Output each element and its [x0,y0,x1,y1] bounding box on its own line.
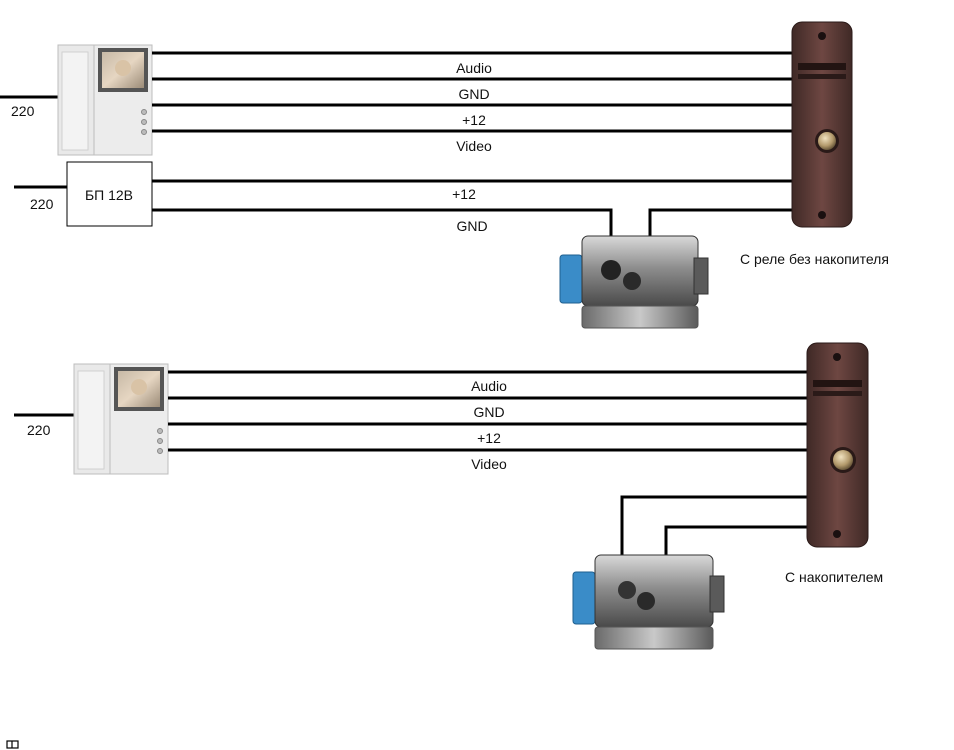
call-panel-top [791,21,853,228]
electric-lock-bottom [572,554,725,650]
wire-label-gnd-bottom: GND [473,404,504,420]
wire-label-plus12-bottom: +12 [477,430,501,446]
psu-box [66,161,153,227]
wire-label-audio-bottom: Audio [471,378,507,394]
wire-label-plus12-top: +12 [462,112,486,128]
corner-mark-icon [6,740,19,749]
wire-label-video-bottom: Video [471,456,507,472]
wire-label-audio-top: Audio [456,60,492,76]
wire-label-video-top: Video [456,138,492,154]
lock-wire-top [648,208,792,236]
top-scheme: 220 Audio GND +12 Video 220 БП 12В +12 [0,21,889,329]
psu-wire-label-plus12: +12 [452,186,476,202]
caption-top: С реле без накопителя [740,251,889,267]
mains-label-monitor-top: 220 [11,103,35,119]
wire-label-gnd-top: GND [458,86,489,102]
electric-lock-top [559,235,709,329]
call-button-top [818,132,836,150]
video-monitor-bottom [73,363,169,475]
bottom-scheme: 220 Audio GND +12 Video [14,342,883,650]
call-button-bottom [833,450,853,470]
caption-bottom: С накопителем [785,569,883,585]
mains-label-monitor-bottom: 220 [27,422,51,438]
lock-wire-bottom-1 [620,495,807,556]
mains-label-psu: 220 [30,196,54,212]
lock-wire-bottom-2 [664,525,807,556]
psu-wire-label-gnd: GND [456,218,487,234]
psu-label: БП 12В [85,187,133,203]
video-monitor-top [57,44,153,156]
call-panel-bottom [806,342,869,548]
psu-wire-gnd [152,208,613,236]
